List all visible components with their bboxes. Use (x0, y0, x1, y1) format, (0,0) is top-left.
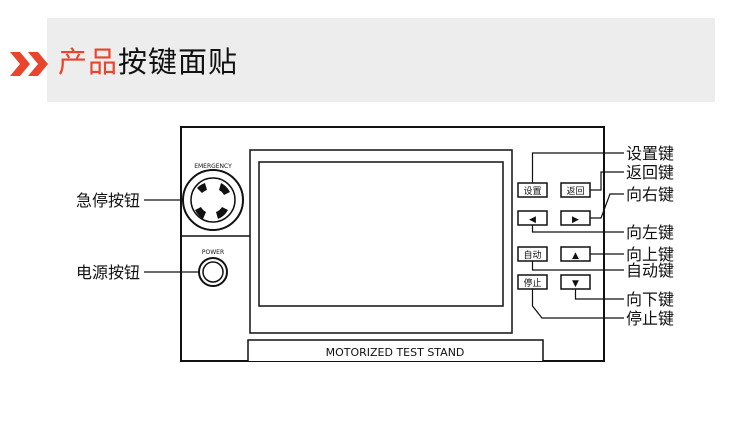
set-button[interactable]: 设置 (517, 182, 548, 198)
up-arrow-icon: ▲ (572, 251, 579, 261)
callout-stop-key: 停止键 (626, 309, 674, 328)
left-arrow-icon: ◀ (529, 215, 536, 225)
callout-right-key: 向右键 (626, 185, 674, 204)
emergency-stop-button[interactable] (182, 169, 244, 231)
page-title-main: 按键面贴 (118, 45, 239, 79)
stop-button-label: 停止 (523, 277, 541, 289)
auto-button[interactable]: 自动 (517, 246, 548, 262)
callout-left-key: 向左键 (626, 223, 674, 242)
header-band (47, 18, 715, 102)
page-title-highlight: 产品 (58, 45, 119, 79)
page-title: 产品按键面贴 (58, 44, 238, 80)
leader-lines-right (531, 152, 624, 319)
callout-down-key: 向下键 (626, 290, 674, 309)
left-button[interactable]: ◀ (517, 210, 548, 226)
back-button-label: 返回 (566, 185, 584, 197)
power-button[interactable] (198, 257, 228, 287)
auto-button-label: 自动 (523, 249, 541, 261)
down-arrow-icon: ▼ (572, 279, 579, 289)
callout-emergency-button: 急停按钮 (76, 191, 140, 210)
right-button[interactable]: ▶ (560, 210, 591, 226)
up-button[interactable]: ▲ (560, 246, 591, 262)
stand-label: MOTORIZED TEST STAND (326, 346, 465, 359)
down-button[interactable]: ▼ (560, 274, 591, 290)
double-chevron-icon (10, 52, 48, 76)
power-label: POWER (202, 249, 224, 256)
set-button-label: 设置 (523, 186, 541, 197)
emergency-label: EMERGENCY (194, 163, 232, 170)
display-screen (258, 161, 504, 307)
callout-back-key: 返回键 (626, 163, 674, 182)
right-arrow-icon: ▶ (572, 215, 579, 225)
callout-set-key: 设置键 (626, 144, 674, 163)
callout-power-button: 电源按钮 (76, 263, 140, 282)
stand-label-bar (247, 339, 544, 361)
back-button[interactable]: 返回 (560, 182, 591, 198)
stop-button[interactable]: 停止 (517, 274, 548, 290)
callout-up-key: 向上键 (626, 245, 674, 264)
callout-auto-key: 自动键 (626, 261, 674, 280)
